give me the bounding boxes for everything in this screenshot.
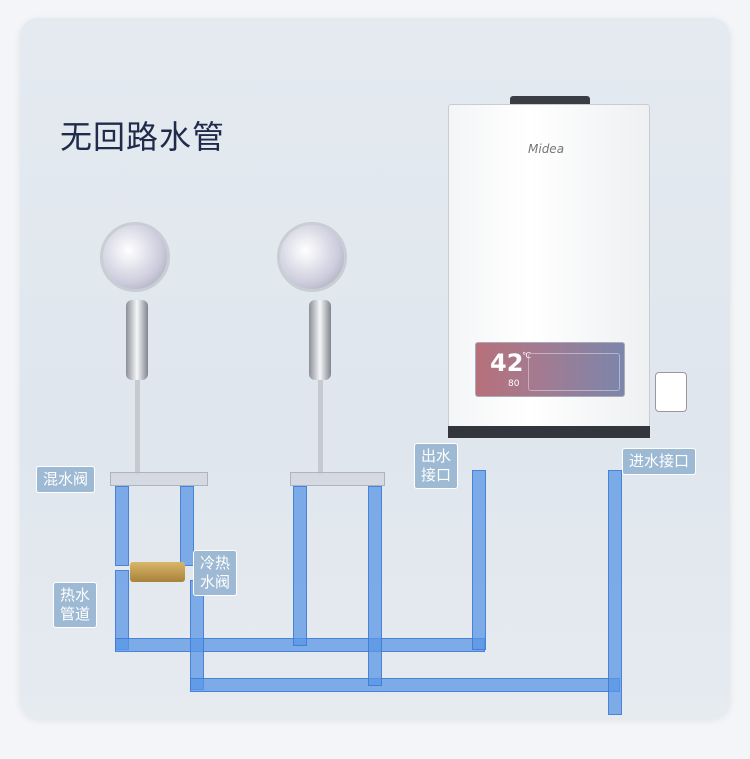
label-line: 接口 [421,466,452,484]
pipe [368,486,382,686]
mixer-bar-left [110,472,208,486]
pipe [190,678,620,692]
label-outlet: 出水 接口 [414,443,459,489]
shower-head-right [277,222,347,292]
secondary-display: 80 [508,379,520,389]
temperature-unit: ℃ [522,351,531,360]
page-title: 无回路水管 [60,118,226,156]
brand-logo: Midea [528,142,565,156]
pipe [180,486,194,566]
shower-hose-right [318,380,323,475]
touch-controls[interactable] [528,353,620,391]
pipe [115,486,129,566]
label-line: 热水 [60,586,91,604]
label-mixing-valve: 混水阀 [36,466,96,493]
plug-socket [655,372,687,412]
shower-handle-left [126,300,148,380]
hot-cold-valve [130,562,185,582]
shower-hose-left [135,380,140,475]
label-hot-cold-valve: 冷热 水阀 [193,550,238,596]
label-hot-water-pipe: 热水 管道 [53,582,98,628]
pipe [472,470,486,650]
label-line: 水阀 [200,573,231,591]
label-line: 出水 [421,447,452,465]
heater-bottom [448,426,650,438]
pipe [608,470,622,715]
pipe [293,486,307,646]
control-panel: 42 ℃ 80 [475,342,625,397]
label-line: 冷热 [200,554,231,572]
temperature-display: 42 [490,349,524,377]
label-line: 管道 [60,605,91,623]
mixer-bar-right [290,472,385,486]
pipe [190,580,204,690]
shower-head-left [100,222,170,292]
shower-handle-right [309,300,331,380]
label-inlet: 进水接口 [622,448,697,475]
